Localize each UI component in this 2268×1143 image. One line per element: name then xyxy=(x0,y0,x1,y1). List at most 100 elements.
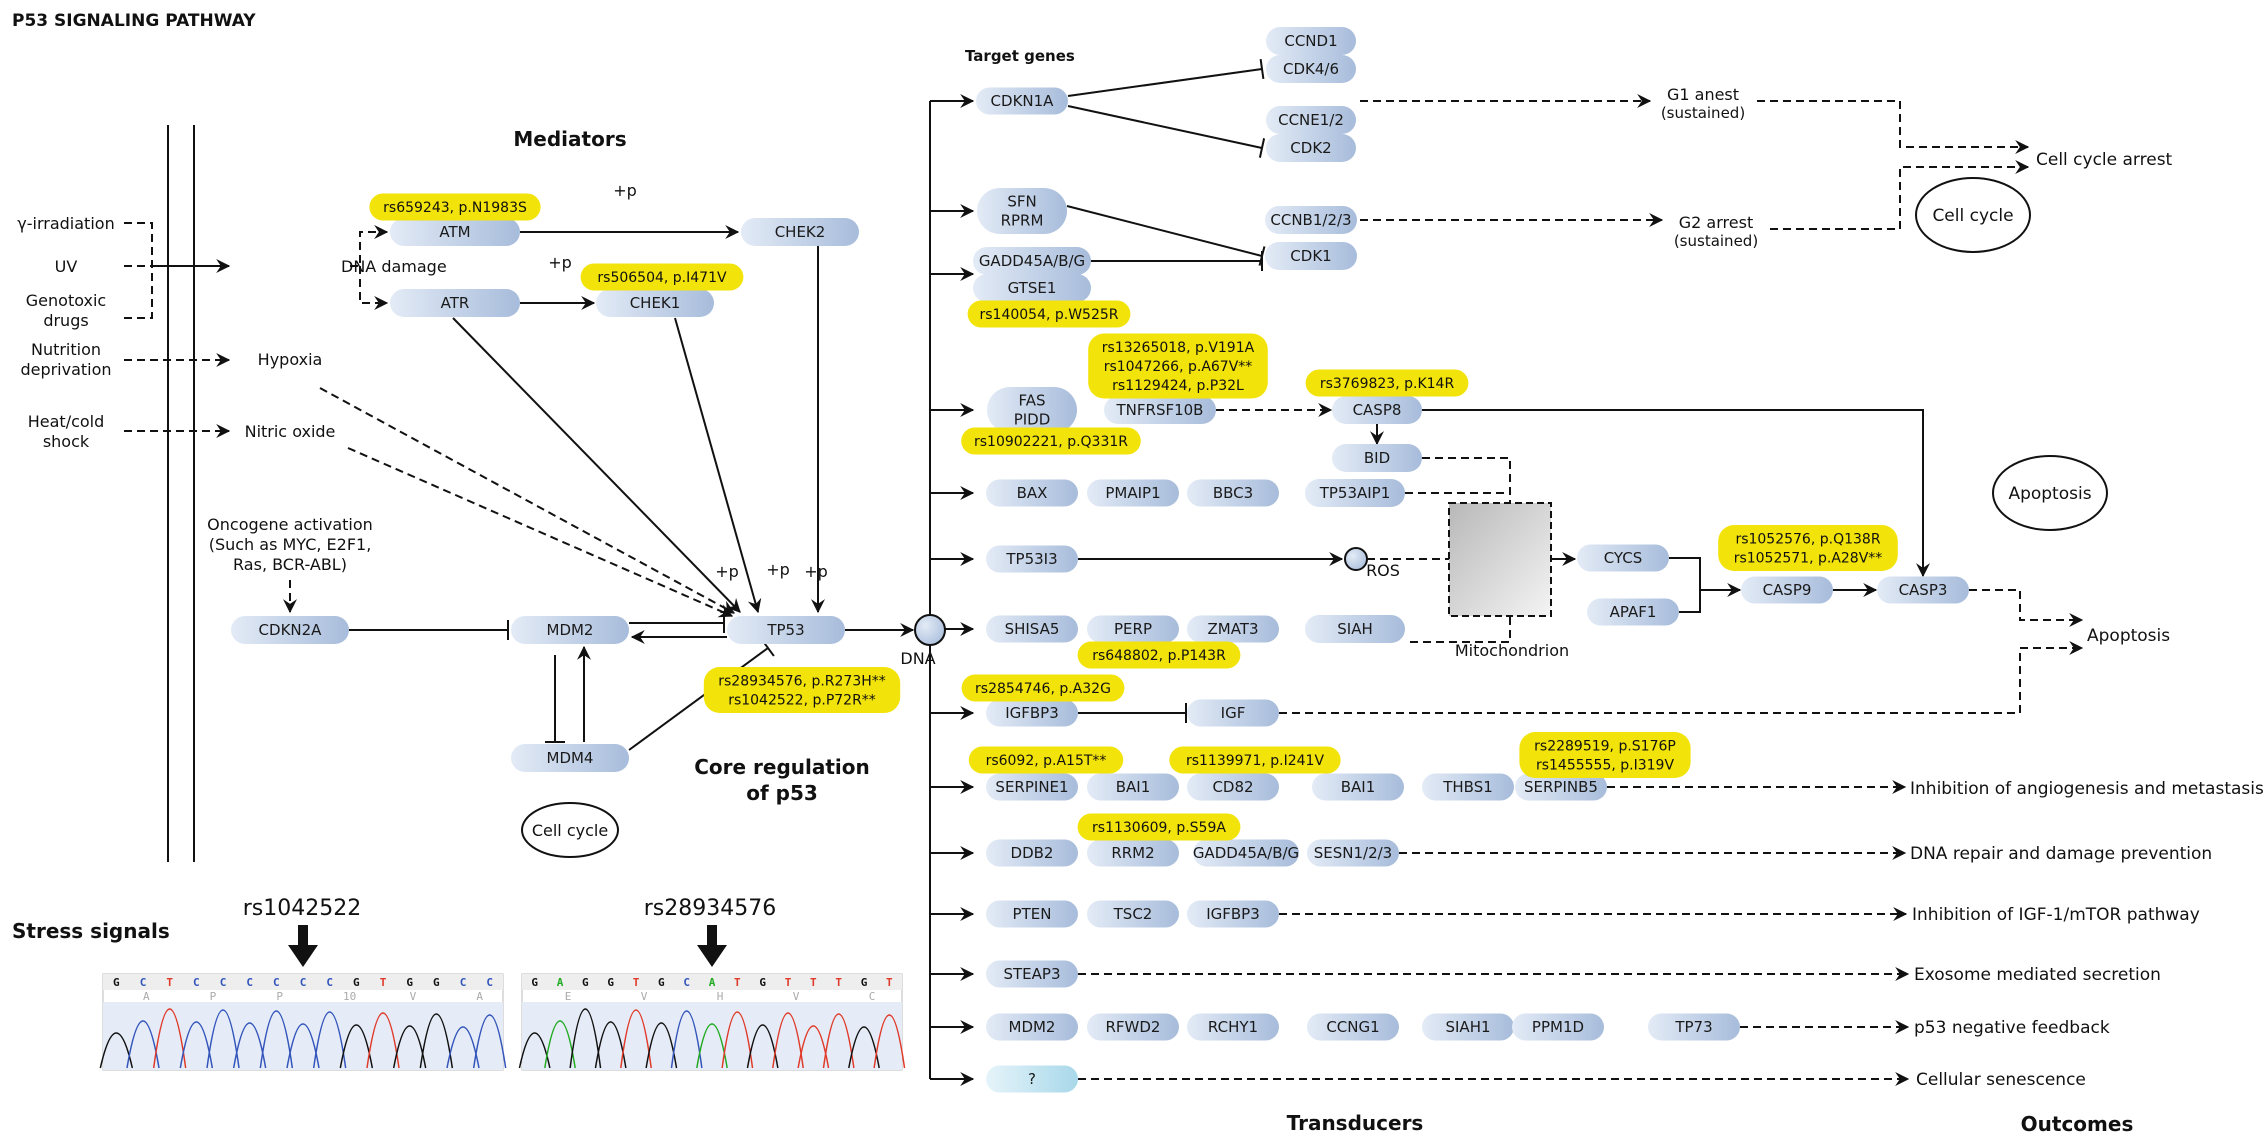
variant-gtse1: rs140054, p.W525R xyxy=(967,300,1131,328)
node-label: RPRM xyxy=(1001,212,1044,230)
amino-acid: P xyxy=(210,990,217,1003)
trace-peak xyxy=(392,1025,427,1069)
node-tp53aip1: TP53AIP1 xyxy=(1305,479,1405,507)
dna-damage-atr xyxy=(359,266,389,310)
outcome-igf-mtor: Inhibition of IGF-1/mTOR pathway xyxy=(1912,905,2200,925)
snp-label: rs1042522 xyxy=(243,896,362,921)
node-thbs1: THBS1 xyxy=(1422,773,1514,801)
outcomes-label: Outcomes xyxy=(2021,1112,2134,1136)
stress-input-gamma: γ-irradiation xyxy=(17,214,114,233)
base-call: C xyxy=(193,976,200,989)
mdm4-tp53 xyxy=(628,639,775,751)
node-label: TP73 xyxy=(1674,1018,1712,1036)
base-call: G xyxy=(406,976,413,989)
mitochondrion-box xyxy=(1448,502,1552,617)
node-label: MDM2 xyxy=(547,621,594,639)
node-zmat3: ZMAT3 xyxy=(1187,615,1279,643)
hypoxia-label: Hypoxia xyxy=(258,350,323,369)
node-label: IGFBP3 xyxy=(1206,905,1260,923)
dna-damage-label: DNA damage xyxy=(341,257,447,276)
variant-text: rs1042522, p.P72R** xyxy=(728,693,876,709)
outcome-dna-repair: DNA repair and damage prevention xyxy=(1910,844,2212,864)
node-casp9: CASP9 xyxy=(1741,576,1833,604)
variant-text: rs1455555, p.I319V xyxy=(1536,758,1674,774)
node-serpinb5: SERPINB5 xyxy=(1515,773,1607,801)
node-casp8: CASP8 xyxy=(1332,396,1422,424)
chek1-tp53 xyxy=(674,317,762,614)
outcome-feedback: p53 negative feedback xyxy=(1914,1018,2110,1038)
g2-arrest-label: G2 arrest xyxy=(1679,213,1753,232)
node-label: BAX xyxy=(1017,484,1048,502)
node-serpine1: SERPINE1 xyxy=(986,773,1078,801)
base-call: T xyxy=(380,976,387,989)
node-bai1b: BAI1 xyxy=(1312,773,1404,801)
node-label: FAS xyxy=(1018,392,1045,410)
node-cycs: CYCS xyxy=(1577,544,1669,572)
variant-text: rs2854746, p.A32G xyxy=(975,681,1111,697)
base-call: G xyxy=(658,976,665,989)
node-ccnb123: CCNB1/2/3 xyxy=(1265,206,1357,234)
base-call: T xyxy=(785,976,792,989)
cell-cycle-oval-label: Cell cycle xyxy=(532,821,608,840)
casp3-apoptosis xyxy=(1969,589,2084,627)
node-label: PTEN xyxy=(1013,905,1052,923)
g2-arrest-sub: (sustained) xyxy=(1674,232,1758,250)
dna-label: DNA xyxy=(900,649,935,668)
base-call: C xyxy=(140,976,147,989)
node-label: CD82 xyxy=(1212,778,1253,796)
node-pten: PTEN xyxy=(986,900,1078,928)
node-label: ZMAT3 xyxy=(1207,620,1258,638)
amino-acid: A xyxy=(143,990,150,1003)
base-call: C xyxy=(273,976,280,989)
node-rchy1: RCHY1 xyxy=(1187,1013,1279,1041)
node-label: GTSE1 xyxy=(1008,279,1057,297)
node-atr: ATR xyxy=(390,289,520,317)
phospho-label: +p xyxy=(548,253,572,272)
hypoxia-tp53 xyxy=(319,387,736,614)
node-bid: BID xyxy=(1332,444,1422,472)
node-label: BID xyxy=(1364,449,1390,467)
oncogene-label-1: Oncogene activation xyxy=(207,515,373,534)
cdkn1a-cdk46 xyxy=(1067,58,1265,97)
variant-cd82: rs1139971, p.I241V xyxy=(1169,746,1341,774)
node-igfbp3: IGFBP3 xyxy=(986,699,1078,727)
stress-input-nutrition: deprivation xyxy=(20,360,111,379)
variant-tp53: rs28934576, p.R273H** rs1042522, p.P72R** xyxy=(703,667,901,713)
ros-circle xyxy=(1344,547,1368,571)
variant-text: rs28934576, p.R273H** xyxy=(718,674,886,690)
stress-inputs: γ-irradiationUVGenotoxicdrugsNutritionde… xyxy=(17,214,114,451)
node-label: BBC3 xyxy=(1213,484,1253,502)
node-shisa5: SHISA5 xyxy=(986,615,1078,643)
node-label: RCHY1 xyxy=(1208,1018,1258,1036)
ros-label: ROS xyxy=(1366,561,1400,580)
node-ppm1d: PPM1D xyxy=(1512,1013,1604,1041)
amino-acid: H xyxy=(717,990,724,1003)
node-label: BAI1 xyxy=(1341,778,1376,796)
target-genes-label: Target genes xyxy=(965,47,1075,65)
node-siah: SIAH xyxy=(1305,615,1405,643)
node-label: TP53 xyxy=(766,621,804,639)
variant-text: rs140054, p.W525R xyxy=(979,307,1118,323)
node-label: SESN1/2/3 xyxy=(1314,844,1392,862)
dna-circle xyxy=(914,614,946,646)
base-call: T xyxy=(886,976,893,989)
amino-acid: A xyxy=(476,990,483,1003)
base-call: G xyxy=(582,976,589,989)
trace-peak xyxy=(569,1008,602,1069)
sfn-cdk1 xyxy=(1066,205,1266,266)
trace-peak xyxy=(772,1012,804,1069)
variant-serpine1: rs6092, p.A15T** xyxy=(968,746,1124,774)
trace-peak xyxy=(179,1021,214,1069)
oncogene-label-2: (Such as MYC, E2F1, xyxy=(209,535,372,554)
node-label: CASP9 xyxy=(1763,581,1812,599)
stress-input-genotoxic: drugs xyxy=(43,311,88,330)
trace-peak xyxy=(721,1011,754,1069)
amino-acid: V xyxy=(410,990,417,1003)
node-label: CCND1 xyxy=(1284,32,1337,50)
phospho-label: +p xyxy=(715,562,739,581)
g1-arrest-sub: (sustained) xyxy=(1661,104,1745,122)
variant-perp: rs648802, p.P143R xyxy=(1077,641,1241,669)
node-label: GADD45A/B/G xyxy=(979,252,1085,270)
